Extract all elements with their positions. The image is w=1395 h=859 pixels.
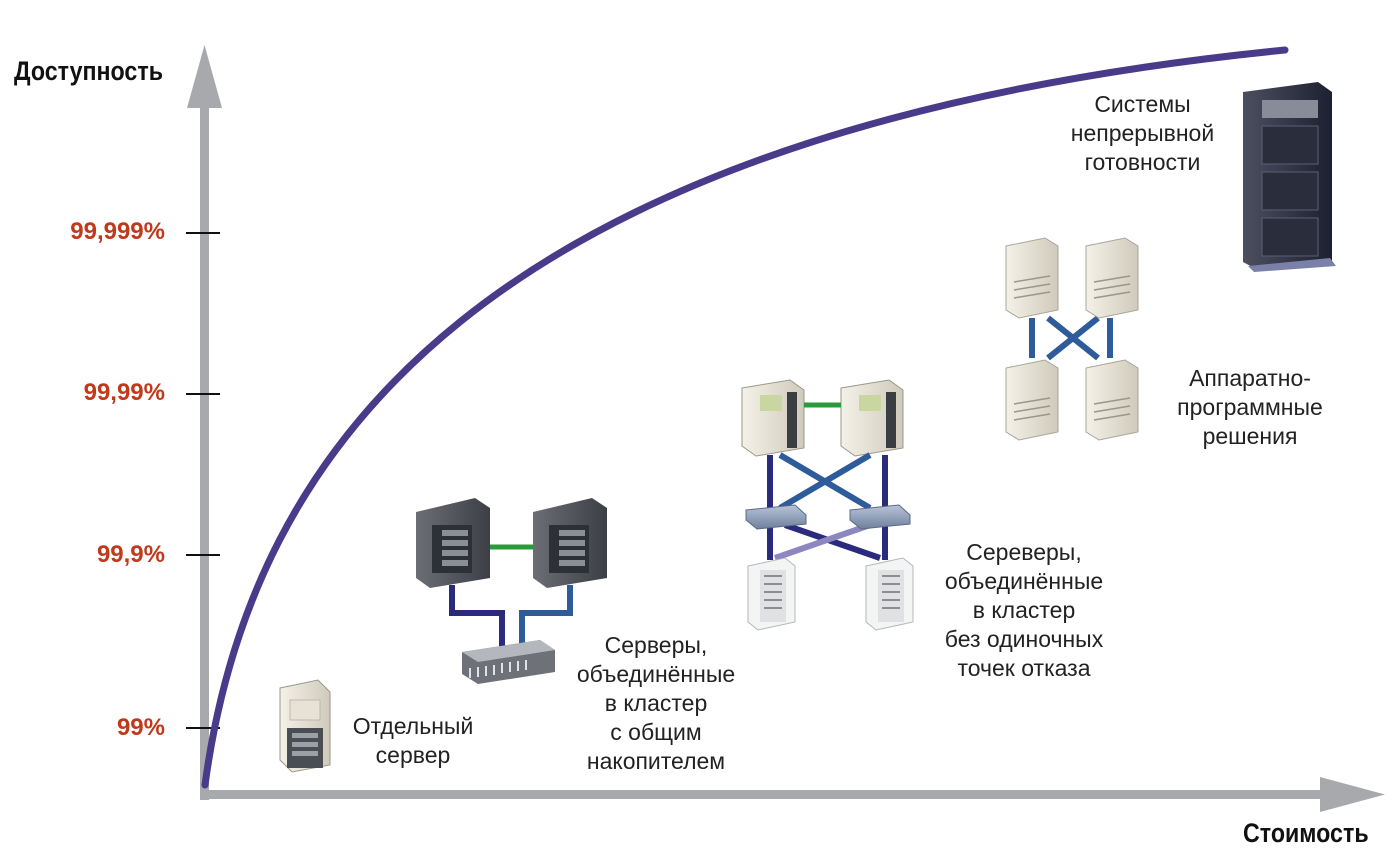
tick-label-999: 99,9% — [96, 541, 165, 568]
axes — [186, 45, 1385, 812]
shared-cluster-server-right-icon — [533, 498, 607, 588]
nospof-storage-right-icon — [865, 557, 914, 631]
single-server-label: Отдельный сервер — [352, 713, 474, 768]
hwsw-links — [1029, 315, 1113, 361]
storage-link-right — [519, 585, 573, 648]
hwsw-server-bl-icon — [1005, 359, 1059, 441]
x-axis-title: Стоимость — [1243, 818, 1369, 848]
tick-label-99: 99% — [116, 714, 165, 741]
single-server-icon — [279, 679, 331, 773]
hwsw-server-tl-icon — [1005, 237, 1059, 319]
shared-storage-icon — [462, 640, 555, 684]
nospof-cluster-label: Сереверы, объединённые в кластер без оди… — [944, 539, 1104, 681]
storage-link-left — [449, 585, 505, 648]
nospof-switch-right-icon — [849, 504, 911, 530]
x-axis — [200, 790, 1335, 799]
shared-cluster-label: Серверы, объединённые в кластер с общим … — [576, 632, 736, 774]
tick-label-9999: 99,99% — [83, 379, 165, 406]
shared-cluster-server-left-icon — [416, 498, 490, 588]
hwsw-server-tr-icon — [1085, 237, 1139, 319]
fault-tolerant-label: Системы непрерывной готовности — [1070, 91, 1215, 175]
nospof-links — [767, 452, 888, 561]
availability-curve — [201, 46, 1289, 789]
y-axis-arrow — [187, 45, 222, 108]
nospof-storage-left-icon — [747, 557, 796, 631]
nospof-server-right-icon — [840, 379, 904, 457]
fault-tolerant-rack-icon — [1243, 82, 1336, 272]
hwsw-server-br-icon — [1085, 359, 1139, 441]
tick-label-99999: 99,999% — [70, 218, 165, 245]
nospof-server-left-icon — [741, 379, 805, 457]
x-axis-arrow — [1320, 777, 1385, 812]
y-axis — [200, 100, 209, 800]
y-axis-title: Доступность — [14, 56, 163, 86]
hwsw-solution-label: Аппаратно- программные решения — [1177, 365, 1323, 449]
nospof-switch-left-icon — [745, 504, 807, 530]
